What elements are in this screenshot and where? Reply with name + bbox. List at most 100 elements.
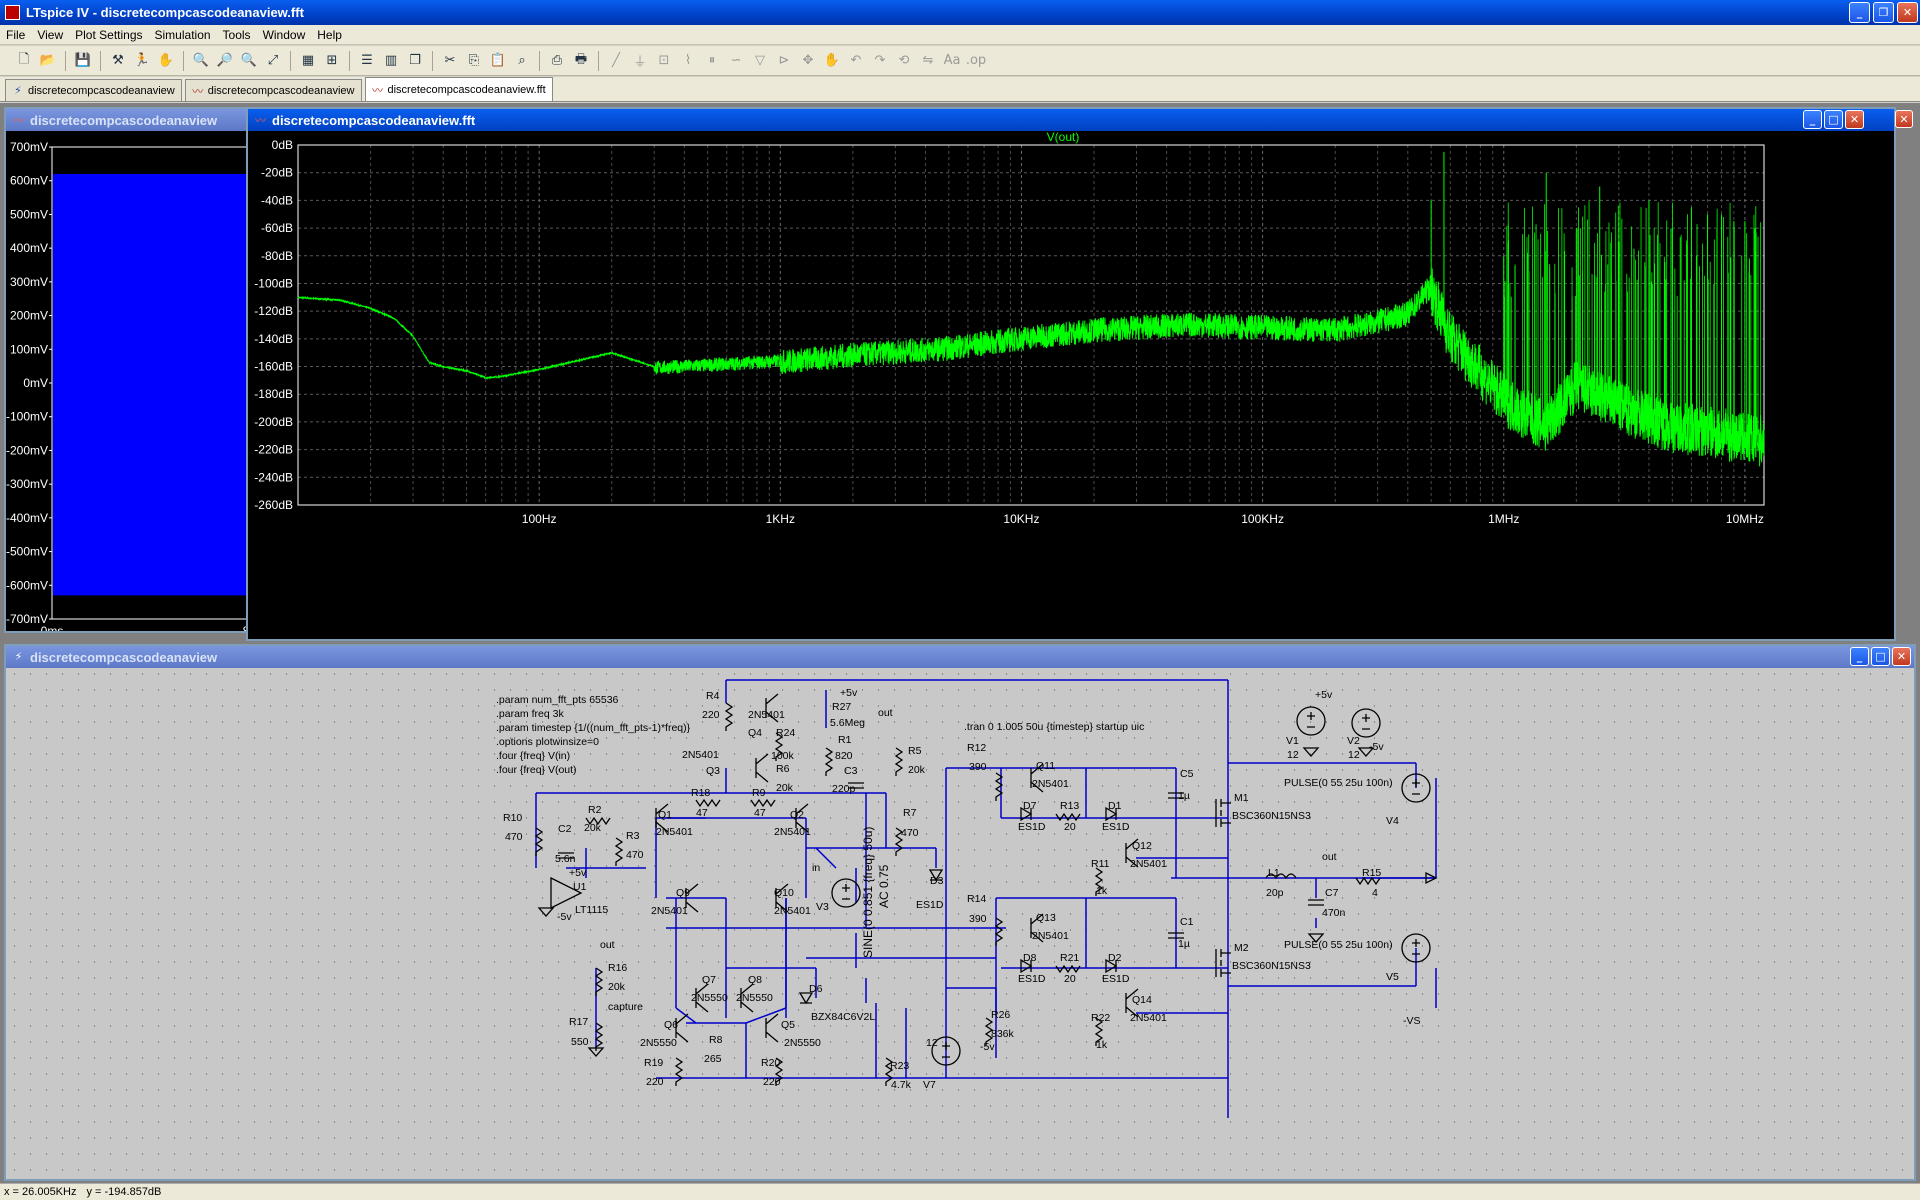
diode-symbol[interactable] [1105, 958, 1118, 974]
menu-plot-settings[interactable]: Plot Settings [75, 27, 143, 42]
minimize-icon[interactable]: _ [1850, 647, 1869, 666]
fft-plot[interactable]: V(out)0dB-20dB-40dB-60dB-80dB-100dB-120d… [248, 131, 1894, 639]
resistor-symbol[interactable] [774, 732, 784, 761]
resistor-symbol[interactable] [1055, 964, 1081, 974]
resistor-symbol[interactable] [724, 702, 734, 731]
transistor-symbol[interactable] [755, 753, 769, 783]
transient-plot[interactable]: 700mV600mV500mV400mV300mV200mV100mV0mV-1… [6, 131, 252, 631]
transistor-symbol[interactable] [1030, 913, 1044, 943]
zoom-pan-icon[interactable]: 🔎 [216, 53, 234, 68]
source-symbol[interactable] [831, 878, 861, 908]
control-panel-icon[interactable]: ⚒ [112, 53, 124, 68]
move-icon[interactable]: ✥ [802, 53, 814, 68]
resistor-symbol[interactable] [674, 1057, 684, 1086]
autorange-icon[interactable]: ▦ [301, 53, 315, 68]
resistor-symbol[interactable] [824, 747, 834, 776]
resistor-symbol[interactable] [534, 827, 544, 856]
minimize-icon[interactable]: _ [1803, 110, 1822, 129]
close-icon[interactable]: ✕ [1845, 110, 1864, 129]
menu-file[interactable]: File [6, 27, 26, 42]
source-symbol[interactable] [1351, 708, 1381, 738]
capacitor-symbol[interactable] [1168, 792, 1184, 799]
capacitor-icon[interactable]: ⏸ [708, 53, 716, 68]
run-icon[interactable]: 🏃 [133, 53, 151, 68]
resistor-symbol[interactable] [774, 1057, 784, 1086]
close-icon[interactable]: ✕ [1892, 647, 1911, 666]
cascade-icon[interactable]: ❐ [409, 53, 421, 68]
resistor-symbol[interactable] [1055, 812, 1081, 822]
source-symbol[interactable] [931, 1036, 961, 1066]
resistor-symbol[interactable] [594, 967, 604, 996]
resistor-icon[interactable]: ⌇ [684, 53, 692, 68]
source-symbol[interactable] [1296, 706, 1326, 736]
drag-icon[interactable]: ✋ [823, 53, 841, 68]
find-icon[interactable]: ⌕ [518, 53, 526, 68]
tab-fft[interactable]: 〰discretecompcascodeanaview.fft [364, 77, 553, 101]
schematic-window[interactable]: discretecompcascodeanaview ⚡ _ □ ✕ .para… [4, 644, 1916, 1181]
resistor-symbol[interactable] [884, 1057, 894, 1086]
transistor-symbol[interactable] [1125, 988, 1139, 1018]
rotate-icon[interactable]: ⟲ [898, 53, 910, 68]
save-icon[interactable]: 💾 [74, 53, 92, 68]
menu-window[interactable]: Window [262, 27, 306, 42]
paste-icon[interactable]: 📋 [489, 53, 507, 68]
print-icon[interactable]: 🖶 [574, 51, 588, 67]
transistor-symbol[interactable] [1030, 763, 1044, 793]
resistor-symbol[interactable] [994, 772, 1004, 801]
mosfet-symbol[interactable] [1215, 799, 1231, 827]
component-icon[interactable]: ⊳ [778, 53, 790, 68]
close-icon[interactable]: ✕ [1895, 110, 1913, 128]
zoom-fit-icon[interactable]: ⤢ [267, 53, 279, 68]
menu-tools[interactable]: Tools [222, 27, 251, 42]
resistor-symbol[interactable] [1094, 867, 1104, 896]
tile-vertical-icon[interactable]: ▥ [384, 53, 398, 68]
spice-directive[interactable]: .param timestep {1/((num_fft_pts-1)*freq… [496, 722, 691, 734]
capacitor-symbol[interactable] [1168, 932, 1184, 939]
transistor-symbol[interactable] [765, 693, 779, 723]
zener-symbol[interactable] [798, 992, 814, 1005]
diode-symbol[interactable] [928, 869, 944, 882]
spice-directive-icon[interactable]: .op [965, 53, 987, 68]
diode-symbol[interactable] [1020, 806, 1033, 822]
spice-directive[interactable]: .param num_fft_pts 65536 [496, 694, 619, 706]
copy-icon[interactable]: ⎘ [468, 53, 480, 68]
mosfet-symbol[interactable] [1215, 949, 1231, 977]
redo-icon[interactable]: ↷ [874, 53, 886, 68]
capacitor-symbol[interactable] [1308, 899, 1324, 906]
maximize-icon[interactable]: □ [1824, 110, 1843, 129]
close-icon[interactable]: ✕ [1897, 2, 1918, 23]
schematic-canvas[interactable]: .param num_fft_pts 65536 .param freq 3k .p… [6, 668, 1914, 1179]
transistor-symbol[interactable] [740, 983, 754, 1013]
undo-icon[interactable]: ↶ [850, 53, 862, 68]
capacitor-symbol[interactable] [558, 852, 574, 859]
menu-help[interactable]: Help [317, 27, 342, 42]
tab-waveform[interactable]: 〰discretecompcascodeanaview [184, 79, 362, 101]
transistor-symbol[interactable] [675, 1013, 689, 1043]
spice-directive[interactable]: .four {freq} V(in) [496, 750, 570, 762]
fft-window[interactable]: discretecompcascodeanaview.fft 〰 _ □ ✕ V… [246, 107, 1896, 641]
diode-symbol[interactable] [1105, 806, 1118, 822]
text-icon[interactable]: Aa [943, 53, 961, 68]
transistor-symbol[interactable] [1125, 838, 1139, 868]
maximize-icon[interactable]: □ [1871, 647, 1890, 666]
resistor-symbol[interactable] [614, 837, 624, 866]
inductor-icon[interactable]: ∽ [730, 53, 742, 68]
spice-directive[interactable]: .tran 0 1.005 50u {timestep} startup uic [964, 721, 1144, 733]
open-icon[interactable]: 📂 [39, 53, 57, 68]
inductor-symbol[interactable] [1265, 873, 1297, 880]
source-symbol[interactable] [1401, 773, 1431, 803]
minimize-icon[interactable]: _ [1849, 2, 1870, 23]
diode-icon[interactable]: ▽ [755, 53, 765, 68]
resistor-symbol[interactable] [1355, 876, 1381, 886]
capacitor-symbol[interactable] [848, 782, 864, 789]
transistor-symbol[interactable] [655, 803, 669, 833]
transistor-symbol[interactable] [695, 983, 709, 1013]
spice-directive[interactable]: .param freq 3k [496, 708, 564, 720]
transistor-symbol[interactable] [775, 883, 789, 913]
resistor-symbol[interactable] [994, 917, 1004, 946]
resistor-symbol[interactable] [695, 798, 721, 808]
resistor-symbol[interactable] [594, 1022, 604, 1051]
resistor-symbol[interactable] [585, 816, 611, 826]
restore-icon[interactable]: ❐ [1873, 2, 1894, 23]
